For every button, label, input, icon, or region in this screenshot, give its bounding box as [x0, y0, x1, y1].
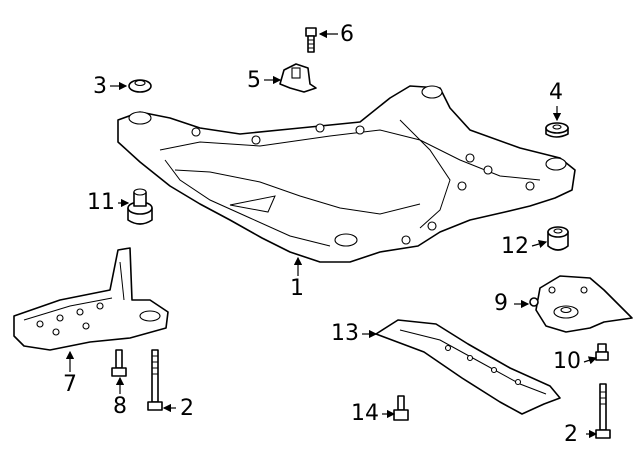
- bolt-part-10[interactable]: [595, 343, 609, 361]
- leader-lines: [65, 29, 598, 439]
- callout-2-right: 2: [564, 422, 578, 447]
- bolt-part-6[interactable]: [305, 27, 317, 53]
- callout-13: 13: [331, 321, 359, 346]
- bracket-part-7[interactable]: [13, 247, 169, 351]
- callout-6: 6: [340, 22, 354, 47]
- callout-3: 3: [93, 74, 107, 99]
- callout-1: 1: [290, 276, 304, 301]
- callout-10: 10: [553, 349, 581, 374]
- callout-11: 11: [87, 190, 115, 215]
- bolt-part-2-right[interactable]: [595, 383, 611, 439]
- crossmember-part-13[interactable]: [375, 319, 561, 415]
- washer-part-3[interactable]: [128, 79, 152, 93]
- callout-14: 14: [351, 401, 379, 426]
- bushing-part-12[interactable]: [547, 226, 569, 251]
- callout-5: 5: [247, 68, 261, 93]
- callout-8: 8: [113, 394, 127, 419]
- callout-2-left: 2: [180, 396, 194, 421]
- bushing-part-11[interactable]: [127, 188, 153, 225]
- bolt-part-2-left[interactable]: [147, 349, 163, 411]
- callout-4: 4: [549, 80, 563, 105]
- bolt-part-14[interactable]: [393, 395, 409, 421]
- bracket-part-5[interactable]: [279, 63, 317, 93]
- callout-12: 12: [501, 234, 529, 259]
- callout-7: 7: [63, 372, 77, 397]
- subframe-part-1[interactable]: [117, 85, 576, 263]
- bracket-part-9[interactable]: [529, 275, 633, 333]
- cushion-part-4[interactable]: [545, 122, 569, 138]
- callout-9: 9: [494, 291, 508, 316]
- bolt-part-8[interactable]: [111, 349, 127, 377]
